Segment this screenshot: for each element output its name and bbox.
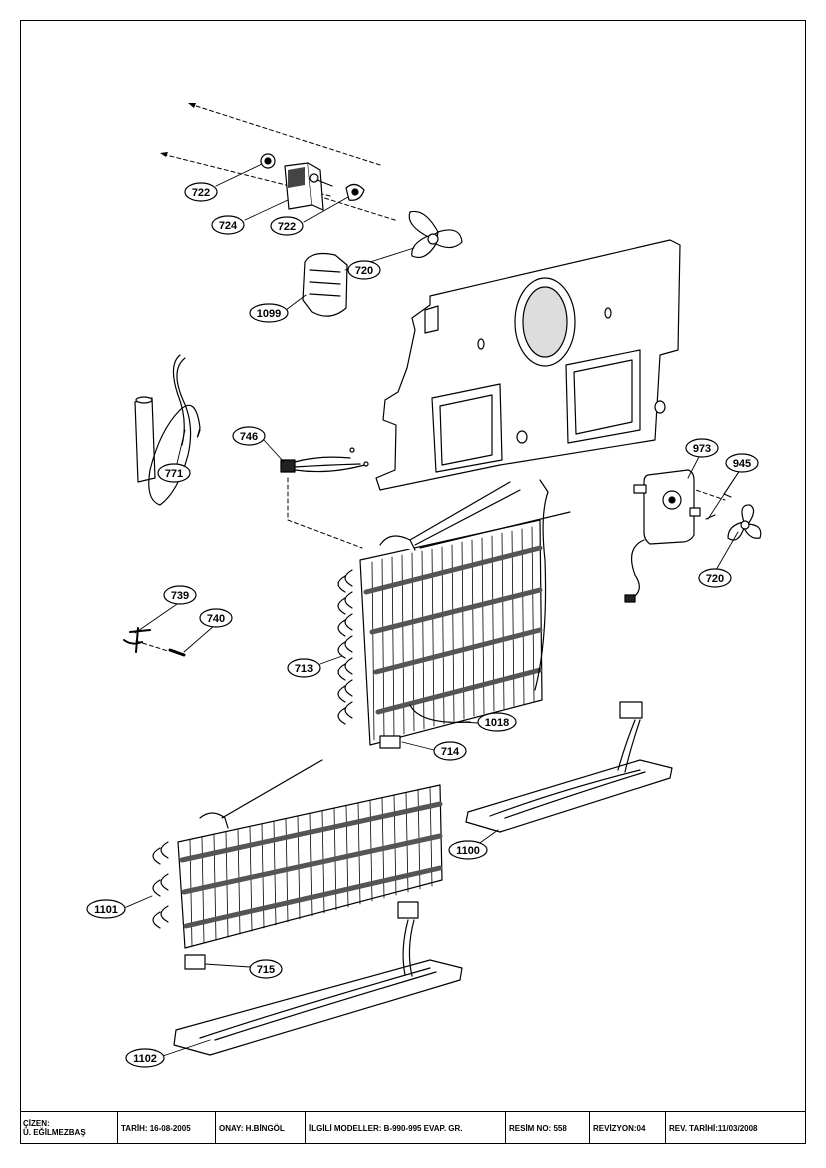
drawn-by-label: ÇİZEN:	[23, 1119, 50, 1128]
svg-text:724: 724	[219, 220, 238, 232]
callout-720b: 720	[698, 568, 732, 588]
svg-text:945: 945	[733, 458, 751, 470]
fan-motor-724	[284, 162, 333, 211]
fan-blade-720-top	[408, 210, 463, 259]
heater-771	[134, 354, 201, 506]
callout-720a: 720	[347, 260, 381, 280]
svg-text:771: 771	[165, 468, 183, 480]
callout-739: 739	[163, 585, 197, 605]
grommet-722-left	[260, 153, 276, 169]
callout-715: 715	[249, 959, 283, 979]
callouts: 722 724 722 720 1099 771 746 973 945 720…	[86, 182, 759, 1068]
callout-945: 945	[725, 453, 759, 473]
callout-1102: 1102	[125, 1048, 165, 1068]
models-cell: İLGİLİ MODELLER: B-990-995 EVAP. GR.	[306, 1112, 506, 1144]
svg-text:1102: 1102	[133, 1053, 157, 1065]
svg-text:746: 746	[240, 431, 258, 443]
svg-text:1018: 1018	[485, 717, 509, 729]
evaporator-cover-plate	[375, 239, 681, 491]
clip-739	[123, 627, 151, 653]
revision-cell: REVİZYON:04	[590, 1112, 666, 1144]
svg-text:739: 739	[171, 590, 189, 602]
thermostat-746	[280, 447, 369, 473]
callout-1100: 1100	[448, 840, 488, 860]
svg-text:714: 714	[441, 746, 460, 758]
svg-text:722: 722	[192, 187, 210, 199]
evaporator-713	[337, 479, 571, 749]
title-block: ÇİZEN: Ü. EĞİLMEZBAŞ TARİH: 16-08-2005 O…	[20, 1111, 806, 1144]
svg-text:973: 973	[693, 443, 711, 455]
svg-text:722: 722	[278, 221, 296, 233]
screw-740	[168, 648, 186, 657]
callout-713: 713	[287, 658, 321, 678]
svg-text:715: 715	[257, 964, 275, 976]
callout-1099: 1099	[249, 303, 289, 323]
part-1099	[302, 252, 348, 317]
callout-771: 771	[157, 463, 191, 483]
date-cell: TARİH: 16-08-2005	[118, 1112, 216, 1144]
callout-1101: 1101	[86, 899, 126, 919]
callout-724: 724	[211, 215, 245, 235]
drawing-sheet	[20, 20, 806, 1144]
svg-text:720: 720	[355, 265, 373, 277]
svg-text:1100: 1100	[456, 845, 480, 857]
callout-973: 973	[685, 438, 719, 458]
svg-text:720: 720	[706, 573, 724, 585]
drawn-by-cell: ÇİZEN: Ü. EĞİLMEZBAŞ	[20, 1112, 118, 1144]
evaporator-1101	[152, 759, 443, 970]
rev-date-cell: REV. TARİHİ:11/03/2008	[669, 1123, 758, 1133]
svg-text:713: 713	[295, 663, 313, 675]
callout-714: 714	[433, 741, 467, 761]
fan-blade-720-right	[727, 504, 762, 541]
callout-722a: 722	[184, 182, 218, 202]
callout-1018: 1018	[477, 712, 517, 732]
fan-motor-973	[624, 469, 732, 603]
drawn-by-name: Ü. EĞİLMEZBAŞ	[23, 1128, 86, 1137]
svg-text:740: 740	[207, 613, 225, 625]
arrowheads	[160, 103, 196, 157]
approved-cell: ONAY: H.BİNGÖL	[216, 1112, 306, 1144]
callout-746: 746	[232, 426, 266, 446]
callout-722b: 722	[270, 216, 304, 236]
svg-text:1099: 1099	[257, 308, 281, 320]
grommet-722-right	[345, 183, 365, 201]
drip-tray-1100	[465, 701, 673, 833]
svg-text:1101: 1101	[94, 904, 118, 916]
drawing-no-cell: RESİM NO: 558	[506, 1112, 590, 1144]
callout-740: 740	[199, 608, 233, 628]
drip-tray-1102	[173, 901, 463, 1056]
